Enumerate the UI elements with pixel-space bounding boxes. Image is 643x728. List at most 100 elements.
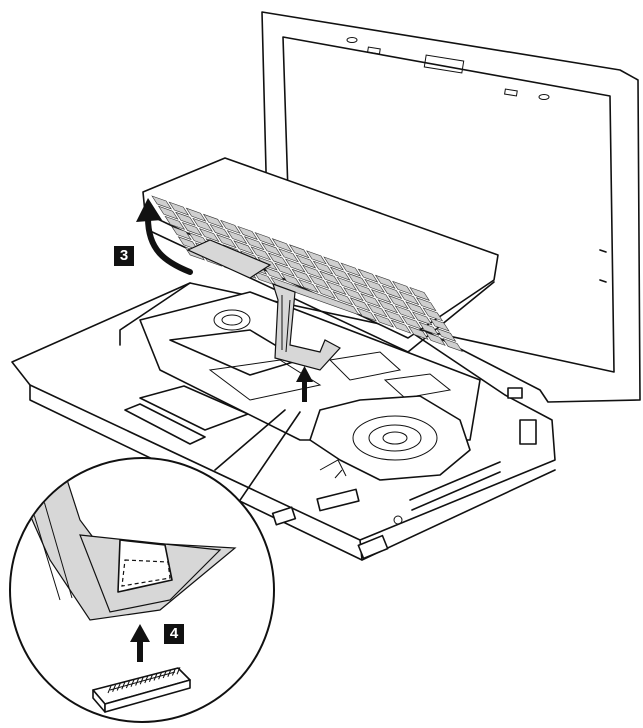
keyboard-key	[171, 226, 192, 241]
keyboard-key	[185, 207, 207, 222]
keyboard-key	[407, 325, 429, 340]
keyboard-key	[295, 254, 317, 269]
keyboard-key	[415, 297, 437, 312]
magnifier-leaders	[214, 409, 301, 513]
keyboard-key	[411, 311, 433, 326]
keyboard-key	[373, 313, 395, 328]
keyboard-key	[168, 201, 190, 216]
keyboard-key	[267, 252, 289, 267]
keyboard-keys	[151, 195, 463, 353]
keyboard-key	[306, 250, 327, 265]
keyboard-key	[298, 278, 319, 294]
connector-pin	[125, 680, 130, 689]
keyboard-key	[181, 221, 203, 237]
keyboard-key	[325, 280, 347, 296]
keyboard-key	[237, 225, 258, 241]
keyboard-key	[366, 303, 388, 318]
keyboard-key	[435, 327, 457, 342]
keyboard-key	[418, 321, 440, 336]
connector-pin	[107, 685, 112, 694]
connector-pin	[144, 675, 149, 684]
keyboard-key	[349, 297, 371, 312]
keyboard-key	[302, 264, 323, 279]
keyboard-key	[329, 266, 351, 281]
connector-pin	[130, 679, 135, 687]
connector-pin	[148, 674, 153, 682]
connector-pin	[162, 670, 167, 679]
keyboard-key	[209, 223, 231, 239]
zoom-detail-circle	[9, 457, 275, 723]
heat-sink	[309, 395, 471, 481]
keyboard-key	[312, 260, 334, 275]
keyboard-key	[157, 205, 179, 220]
keyboard-key	[401, 315, 422, 330]
keyboard-key	[291, 268, 313, 283]
keyboard-key	[347, 272, 368, 287]
keyboard-key	[250, 246, 272, 261]
step-4-badge: 4	[164, 624, 184, 644]
connector-pin	[176, 667, 181, 675]
keyboard-key	[192, 217, 213, 232]
keyboard-key	[364, 278, 385, 293]
connector-pin	[135, 678, 140, 686]
keyboard-key	[357, 268, 379, 283]
keyboard-key	[202, 213, 224, 228]
keyboard-key	[381, 284, 403, 300]
keyboard-key	[271, 238, 293, 253]
keyboard-key	[274, 262, 295, 277]
keyboard-key	[429, 317, 450, 332]
keyboard-key	[377, 299, 399, 314]
keyboard-key	[315, 285, 336, 300]
keyboard-key	[323, 256, 344, 271]
spacebar-key	[270, 276, 360, 316]
keyboard-key	[151, 195, 172, 210]
detach-arrow-step-4	[296, 366, 313, 402]
keyboard-key	[340, 262, 362, 277]
keyboard-key	[394, 305, 416, 320]
connector-pin	[121, 682, 126, 690]
keyboard-cable	[186, 239, 341, 371]
keyboard-key	[343, 287, 364, 302]
keyboard-key	[398, 291, 420, 306]
lift-arrow-step-3	[136, 198, 193, 275]
keyboard-key	[360, 293, 381, 308]
keyboard-key	[370, 289, 392, 304]
keyboard-key	[254, 232, 276, 247]
keyboard-key	[198, 228, 220, 243]
keyboard-key	[284, 258, 306, 273]
keyboard-key	[425, 331, 446, 346]
keyboard-key	[388, 295, 409, 310]
keyboard-key	[263, 266, 285, 281]
connector-pin	[171, 668, 176, 676]
keyboard-key	[319, 270, 340, 285]
keyboard-key	[261, 242, 282, 257]
connector-pin	[167, 669, 172, 677]
keyboard-key	[332, 291, 354, 306]
keyboard-key	[164, 215, 186, 230]
keyboard-key	[409, 286, 430, 302]
keyboard-connector	[92, 667, 191, 713]
cable-tab	[117, 539, 173, 593]
keyboard-key	[374, 274, 396, 289]
connector-pin	[116, 683, 121, 691]
keyboard-key	[405, 301, 426, 316]
keyboard-key	[392, 280, 413, 295]
keyboard-key	[356, 307, 377, 322]
keyboard-key	[422, 307, 444, 322]
keyboard	[142, 157, 499, 353]
connector-pins	[107, 667, 181, 694]
keyboard-key	[336, 276, 358, 291]
keyboard-key	[220, 219, 241, 234]
keyboard-key	[308, 274, 330, 289]
connector-pin	[139, 677, 144, 685]
keyboard-key	[216, 234, 237, 249]
connector-pin	[112, 684, 117, 692]
keyboard-key	[278, 248, 299, 263]
keyboard-key	[390, 319, 412, 334]
keyboard-key	[442, 337, 463, 353]
touchpad-buttons	[124, 403, 206, 445]
keyboard-key	[233, 240, 254, 255]
connector-pin	[153, 673, 158, 681]
